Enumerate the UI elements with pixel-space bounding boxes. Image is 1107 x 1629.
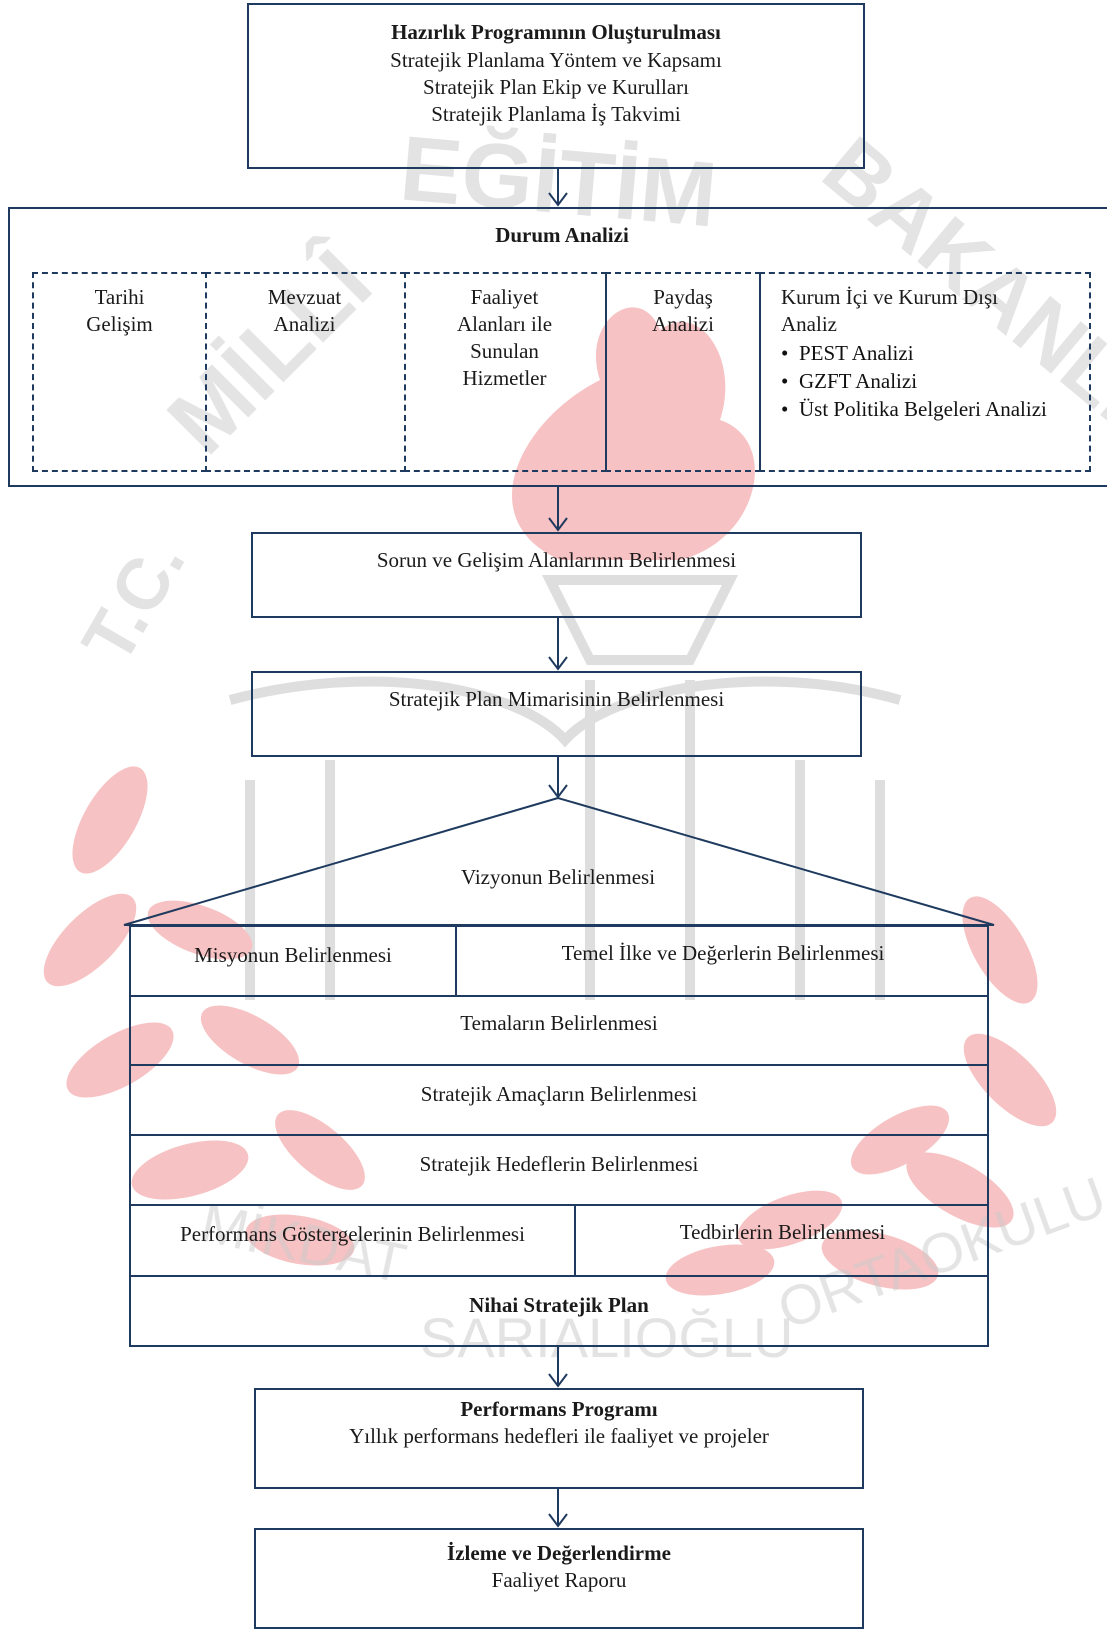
mimari-label: Stratejik Plan Mimarisinin Belirlenmesi [388, 687, 725, 711]
kurum-bullet-list: PEST Analizi GZFT Analizi Üst Politika B… [781, 339, 1081, 423]
tedbir-label: Tedbirlerin Belirlenmesi [679, 1220, 886, 1244]
tarihi-line-1: Tarihi [94, 285, 145, 309]
tema-row: Temaların Belirlenmesi [129, 995, 989, 1066]
nihai-label: Nihai Stratejik Plan [469, 1293, 649, 1317]
ilke-label: Temel İlke ve Değerlerin Belirlenmesi [561, 941, 885, 965]
hazirlik-box: Hazırlık Programının Oluşturulması Strat… [247, 3, 865, 169]
tarihi-line-2: Gelişim [86, 312, 153, 336]
arrow-4-icon [548, 757, 568, 799]
sorun-label: Sorun ve Gelişim Alanlarının Belirlenmes… [376, 548, 737, 572]
arrow-3-icon [548, 618, 568, 671]
kurum-title-line-1: Kurum İçi ve Kurum Dışı [781, 285, 998, 309]
misyon-cell: Misyonun Belirlenmesi [129, 925, 457, 997]
faaliyet-line-4: Hizmetler [462, 366, 547, 390]
hazirlik-title: Hazırlık Programının Oluşturulması [391, 20, 721, 44]
izleme-title: İzleme ve Değerlendirme [447, 1541, 671, 1565]
arrow-6-icon [548, 1489, 568, 1528]
kurum-title-line-2: Analiz [781, 312, 837, 336]
faaliyet-line-1: Faaliyet [470, 285, 539, 309]
paydas-line-2: Analizi [652, 312, 714, 336]
performans-programi-box: Performans Programı Yıllık performans he… [254, 1388, 864, 1489]
tarihi-gelisim-box: Tarihi Gelişim [32, 272, 207, 472]
kurum-bullet-pest: PEST Analizi [781, 339, 1081, 367]
kurum-bullet-gzft: GZFT Analizi [781, 367, 1081, 395]
hazirlik-line-3: Stratejik Planlama İş Takvimi [431, 102, 681, 126]
sorun-box: Sorun ve Gelişim Alanlarının Belirlenmes… [251, 532, 862, 618]
paydas-box: Paydaş Analizi [605, 272, 761, 472]
kurum-bullet-ust-politika: Üst Politika Belgeleri Analizi [781, 395, 1081, 423]
izleme-line: Faaliyet Raporu [491, 1568, 627, 1592]
watermark-text-sarialioglu: SARIALİOĞLU [420, 1306, 794, 1369]
watermark-text-tc: T.C. [67, 525, 201, 677]
hedef-row: Stratejik Hedeflerin Belirlenmesi [129, 1134, 989, 1206]
amac-row: Stratejik Amaçların Belirlenmesi [129, 1064, 989, 1136]
performans-gosterge-label: Performans Göstergelerinin Belirlenmesi [180, 1222, 525, 1246]
arrow-2-icon [548, 487, 568, 532]
mevzuat-line-1: Mevzuat [267, 285, 342, 309]
vizyon-roof [123, 796, 995, 926]
ilke-cell: Temel İlke ve Değerlerin Belirlenmesi [457, 925, 989, 997]
performans-programi-line: Yıllık performans hedefleri ile faaliyet… [349, 1424, 769, 1448]
nihai-row: Nihai Stratejik Plan [129, 1275, 989, 1347]
paydas-line-1: Paydaş [653, 285, 713, 309]
izleme-box: İzleme ve Değerlendirme Faaliyet Raporu [254, 1528, 864, 1629]
misyon-label: Misyonun Belirlenmesi [194, 943, 392, 967]
performans-gosterge-cell: Performans Göstergelerinin Belirlenmesi [129, 1204, 576, 1277]
faaliyet-line-3: Sunulan [470, 339, 539, 363]
hazirlik-line-2: Stratejik Plan Ekip ve Kurulları [423, 75, 689, 99]
tedbir-cell: Tedbirlerin Belirlenmesi [576, 1204, 989, 1277]
tema-label: Temaların Belirlenmesi [460, 1011, 658, 1035]
amac-label: Stratejik Amaçların Belirlenmesi [420, 1082, 698, 1106]
hazirlik-line-1: Stratejik Planlama Yöntem ve Kapsamı [390, 48, 722, 72]
mevzuat-box: Mevzuat Analizi [205, 272, 406, 472]
performans-programi-title: Performans Programı [460, 1397, 658, 1421]
hedef-label: Stratejik Hedeflerin Belirlenmesi [419, 1152, 699, 1176]
faaliyet-line-2: Alanları ile [456, 312, 553, 336]
mimari-box: Stratejik Plan Mimarisinin Belirlenmesi [251, 671, 862, 757]
mevzuat-line-2: Analizi [273, 312, 336, 336]
kurum-analiz-box: Kurum İçi ve Kurum Dışı Analiz PEST Anal… [759, 272, 1091, 472]
vizyon-label: Vizyonun Belirlenmesi [460, 865, 656, 889]
faaliyet-box: Faaliyet Alanları ile Sunulan Hizmetler [404, 272, 607, 472]
durum-analizi-title: Durum Analizi [495, 223, 629, 247]
durum-analizi-box: Durum Analizi [8, 207, 1107, 487]
